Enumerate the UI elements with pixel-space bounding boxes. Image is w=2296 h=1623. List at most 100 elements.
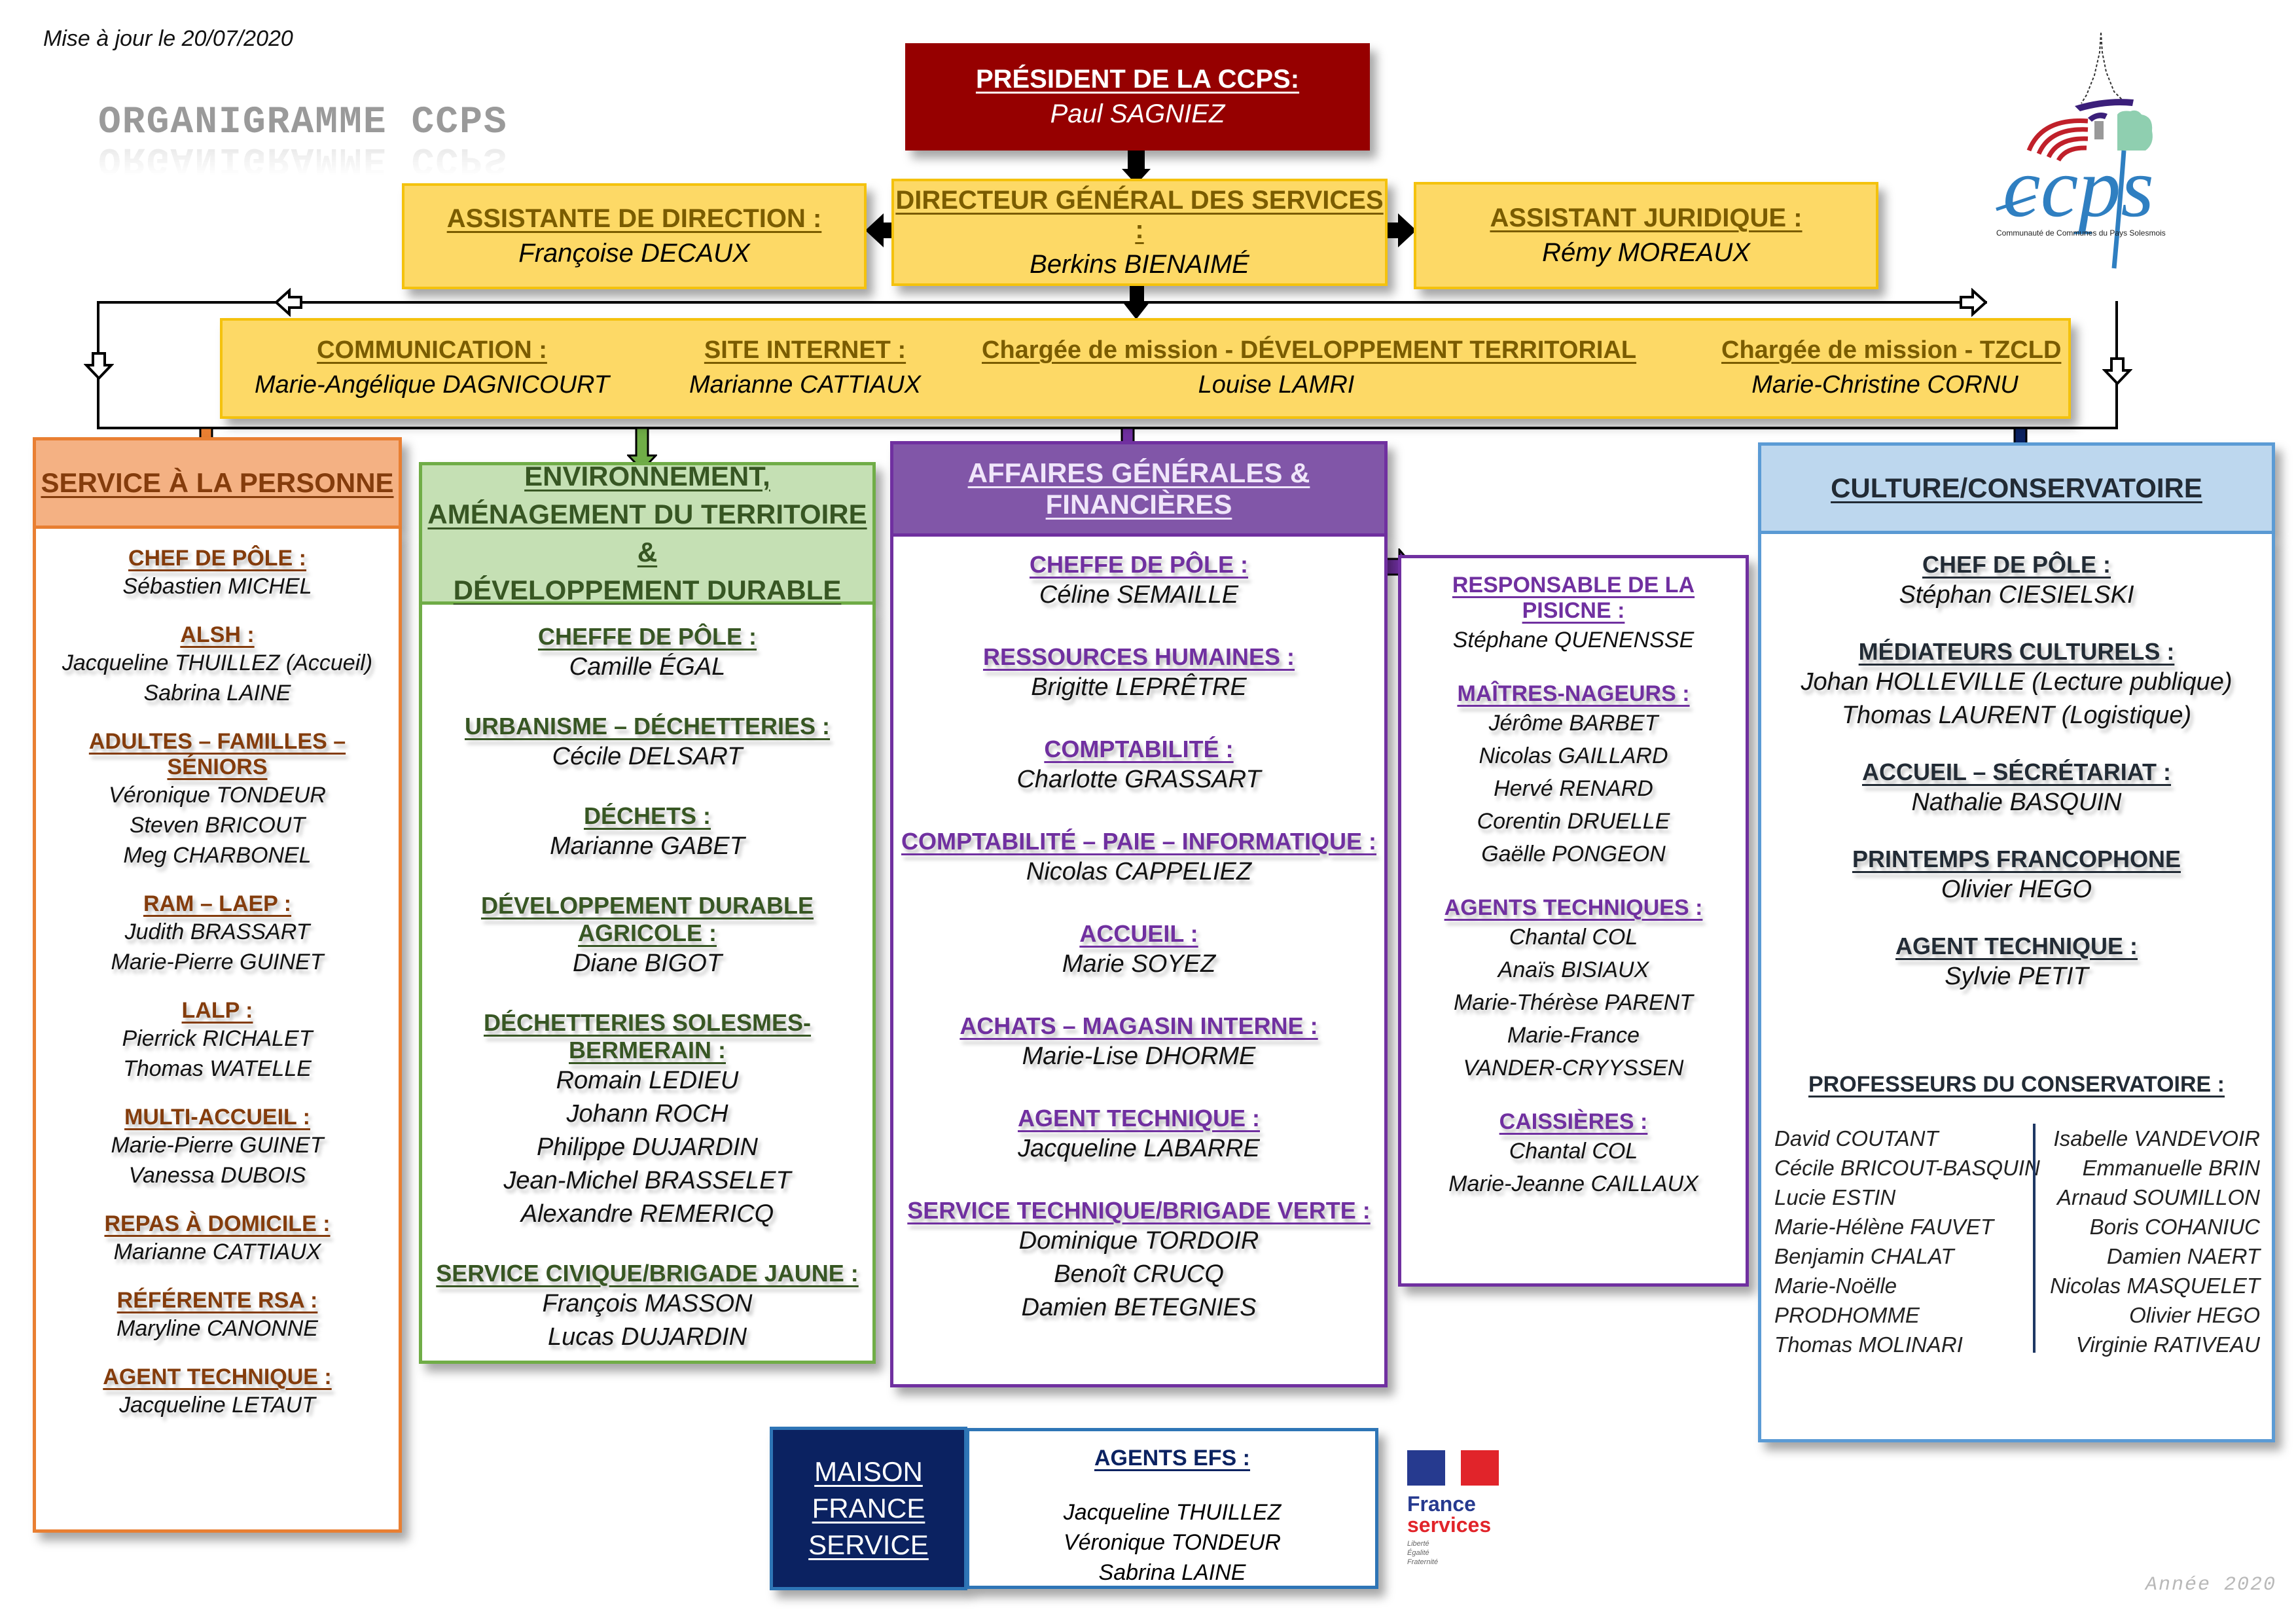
person-name: Diane BIGOT [572,950,723,977]
section: URBANISME – DÉCHETTERIES :Cécile DELSART [422,713,872,774]
section-title: ALSH : [180,622,255,647]
band-role: Chargée de mission - TZCLD [1721,336,2062,364]
person-name: Johann ROCH [566,1100,728,1128]
person-name: Brigitte LEPRÊTRE [1031,673,1247,701]
dept-title-line: AMÉNAGEMENT DU TERRITOIRE & [427,499,867,567]
person-name: Steven BRICOUT [129,813,306,838]
band-role: COMMUNICATION : [317,336,547,364]
person-name: Anaïs BISIAUX [1498,957,1649,982]
person-name: Damien BETEGNIES [1021,1294,1257,1321]
section-title: PISICNE : [1522,598,1625,623]
section: SERVICE TECHNIQUE/BRIGADE VERTE :Dominiq… [893,1197,1384,1325]
person-name: Gaëlle PONGEON [1481,842,1666,866]
person-name: Philippe DUJARDIN [537,1133,758,1161]
juridique-role: ASSISTANT JURIDIQUE : [1490,204,1803,232]
president-box: PRÉSIDENT DE LA CCPS: Paul SAGNIEZ [905,43,1370,151]
column-divider [2033,1124,2036,1353]
section-title: ACHATS – MAGASIN INTERNE : [960,1012,1318,1039]
professeur-name: Lucie ESTIN [1774,1185,1896,1209]
assistant-juridique-box: ASSISTANT JURIDIQUE : Rémy MOREAUX [1414,182,1878,289]
person-name: Marie-France [1507,1023,1640,1048]
section-title: CHEF DE PÔLE : [128,546,307,571]
section: COMPTABILITÉ : Charlotte GRASSART [893,736,1384,796]
section: DÉVELOPPEMENT DURABLE AGRICOLE : Diane BI… [422,892,872,980]
arrow-left-icon [865,213,884,247]
person-name: Benoît CRUCQ [1054,1260,1224,1288]
professeur-name: Benjamin CHALAT [1774,1244,1954,1268]
person-name: Marie-Jeanne CAILLAUX [1448,1171,1698,1196]
connector-line [1130,286,1144,306]
professeur-name: Marie-Hélène FAUVET [1774,1215,1994,1239]
person-name: Jean-Michel BRASSELET [503,1167,791,1194]
person-name: Jacqueline LABARRE [1018,1135,1260,1162]
assistante-name: Françoise DECAUX [518,239,750,268]
dept-title: AFFAIRES GÉNÉRALES & FINANCIÈRES [967,457,1310,520]
professeur-name: David COUTANT [1774,1126,1939,1150]
president-name: Paul SAGNIEZ [1050,99,1225,128]
person-name: Lucas DUJARDIN [547,1323,747,1351]
person-name: Jacqueline THUILLEZ (Accueil) [62,651,373,675]
person-name: Sylvie PETIT [1945,963,2089,990]
professeurs-left-column: David COUTANT Cécile BRICOUT-BASQUIN Lucie… [1774,1124,2040,1359]
section-title: AGENT TECHNIQUE : [1017,1105,1260,1132]
person-name: Chantal COL [1509,1139,1638,1164]
section: AGENT TECHNIQUE : Jacqueline LABARRE [893,1105,1384,1166]
section-title: AGENT TECHNIQUE : [1895,933,2138,959]
update-date: Mise à jour le 20/07/2020 [43,26,293,51]
section-title: DÉCHETS : [583,802,711,829]
section-title: RAM – LAEP : [143,891,292,916]
section-title: AGENT TECHNIQUE : [103,1364,332,1389]
section: ALSH : Jacqueline THUILLEZ (Accueil) Sabri… [36,622,399,708]
section-title: LALP : [181,998,253,1023]
section-title: DÉVELOPPEMENT DURABLE AGRICOLE : [480,892,814,946]
connector-line [881,223,893,238]
person-name: Sébastien MICHEL [122,574,312,599]
person-name: Cécile DELSART [552,743,743,770]
assistante-direction-box: ASSISTANTE DE DIRECTION : Françoise DECA… [402,183,867,289]
person-name: Johan HOLLEVILLE (Lecture publique) [1801,668,2233,696]
person-name: Céline SEMAILLE [1039,581,1239,609]
professeur-name: Arnaud SOUMILLON [2057,1185,2260,1209]
section: CHEFFE DE PÔLE :Céline SEMAILLE [893,551,1384,612]
professeur-name: Cécile BRICOUT-BASQUIN [1774,1156,2040,1180]
person-name: Stéphane QUENENSSE [1452,628,1695,652]
hollow-arrow-down-icon [2102,357,2132,385]
arrow-down-icon [1122,301,1151,319]
person-name: Nathalie BASQUIN [1911,789,2122,816]
section-title: AGENTS TECHNIQUES : [1444,895,1703,920]
person-name: Pierrick RICHALET [122,1026,313,1051]
dept-header-service-personne: SERVICE À LA PERSONNE [33,437,402,529]
dept-header-culture: CULTURE/CONSERVATOIRE [1758,442,2275,534]
document-title: ORGANIGRAMME CCPS [98,101,508,144]
band-item-communication: COMMUNICATION : Marie-Angélique DAGNICOU… [249,336,615,399]
logo-text: ccps [2003,141,2154,235]
section-title: RESPONSABLE DE LA [1452,573,1695,597]
section-title: CHEFFE DE PÔLE : [537,623,757,650]
band-name: Marie-Angélique DAGNICOURT [254,371,610,399]
section: ACHATS – MAGASIN INTERNE :Marie-Lise DHO… [893,1012,1384,1073]
assistante-role: ASSISTANTE DE DIRECTION : [446,204,822,233]
person-name: Charlotte GRASSART [1016,766,1261,793]
person-name: Marie SOYEZ [1062,950,1216,978]
person-name: Marie-Pierre GUINET [111,1133,324,1158]
band-item-dev-territorial: Chargée de mission - DÉVELOPPEMENT TERRI… [982,336,1636,399]
section-title: COMPTABILITÉ – PAIE – INFORMATIQUE : [901,828,1376,855]
band-name: Louise LAMRI [1198,371,1355,399]
person-name: Sabrina LAINE [143,681,291,705]
person-name: Sabrina LAINE [1098,1560,1246,1585]
section-title: COMPTABILITÉ : [1044,736,1234,762]
person-name: Alexandre REMERICQ [520,1200,774,1228]
dept-title-line: DÉVELOPPEMENT DURABLE [453,575,842,605]
mfs-label-line: FRANCE [812,1493,925,1524]
section-title: MÉDIATEURS CULTURELS : [1858,638,2175,665]
section: COMPTABILITÉ – PAIE – INFORMATIQUE :Nico… [893,828,1384,889]
section-title: RÉFÉRENTE RSA : [117,1288,318,1313]
person-name: Meg CHARBONEL [123,843,312,868]
hollow-arrow-right-icon [1960,288,1987,317]
agents-efs-title: AGENTS EFS : [1094,1446,1251,1471]
france-services-word1: France [1407,1492,1476,1516]
